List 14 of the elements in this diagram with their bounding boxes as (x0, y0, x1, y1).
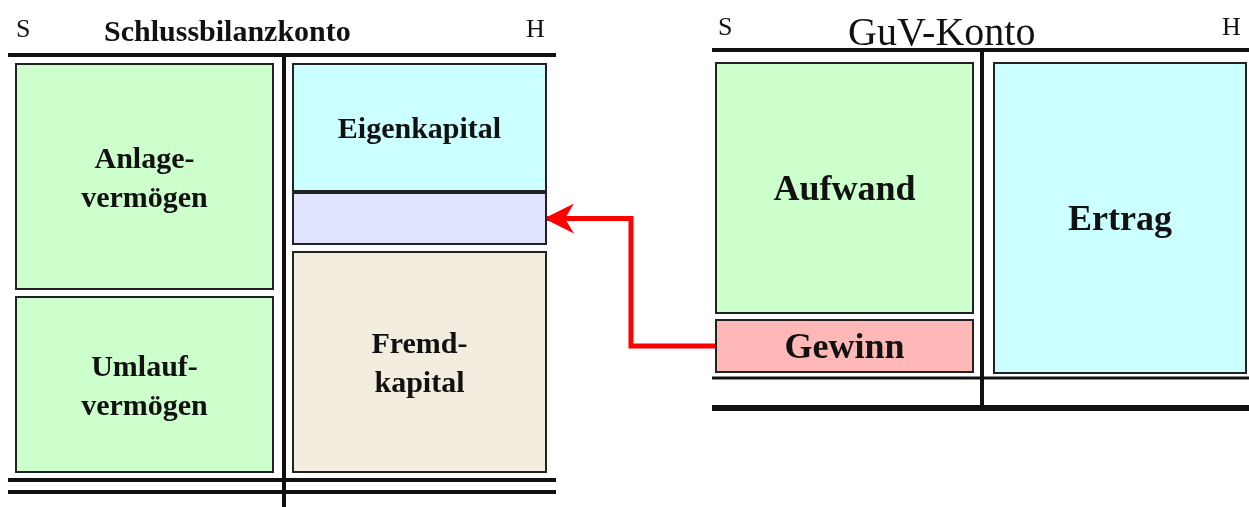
debit-side-label: S (718, 12, 733, 42)
account-item-box: Fremd- kapital (292, 251, 547, 473)
debit-side-label: S (16, 14, 31, 44)
account-item-box: Eigenkapital (292, 63, 547, 192)
account-item-box: Aufwand (715, 62, 974, 314)
account-item-box: Anlage- vermögen (15, 63, 274, 290)
account-item-box: Umlauf- vermögen (15, 296, 274, 473)
account-title: Schlussbilanzkonto (104, 14, 351, 48)
account-item-box: Ertrag (993, 62, 1247, 374)
account-item-box: Gewinn (715, 319, 974, 373)
credit-side-label: H (1222, 12, 1241, 42)
empty-box (292, 192, 547, 245)
credit-side-label: H (526, 14, 545, 44)
account-title: GuV-Konto (848, 8, 1036, 55)
